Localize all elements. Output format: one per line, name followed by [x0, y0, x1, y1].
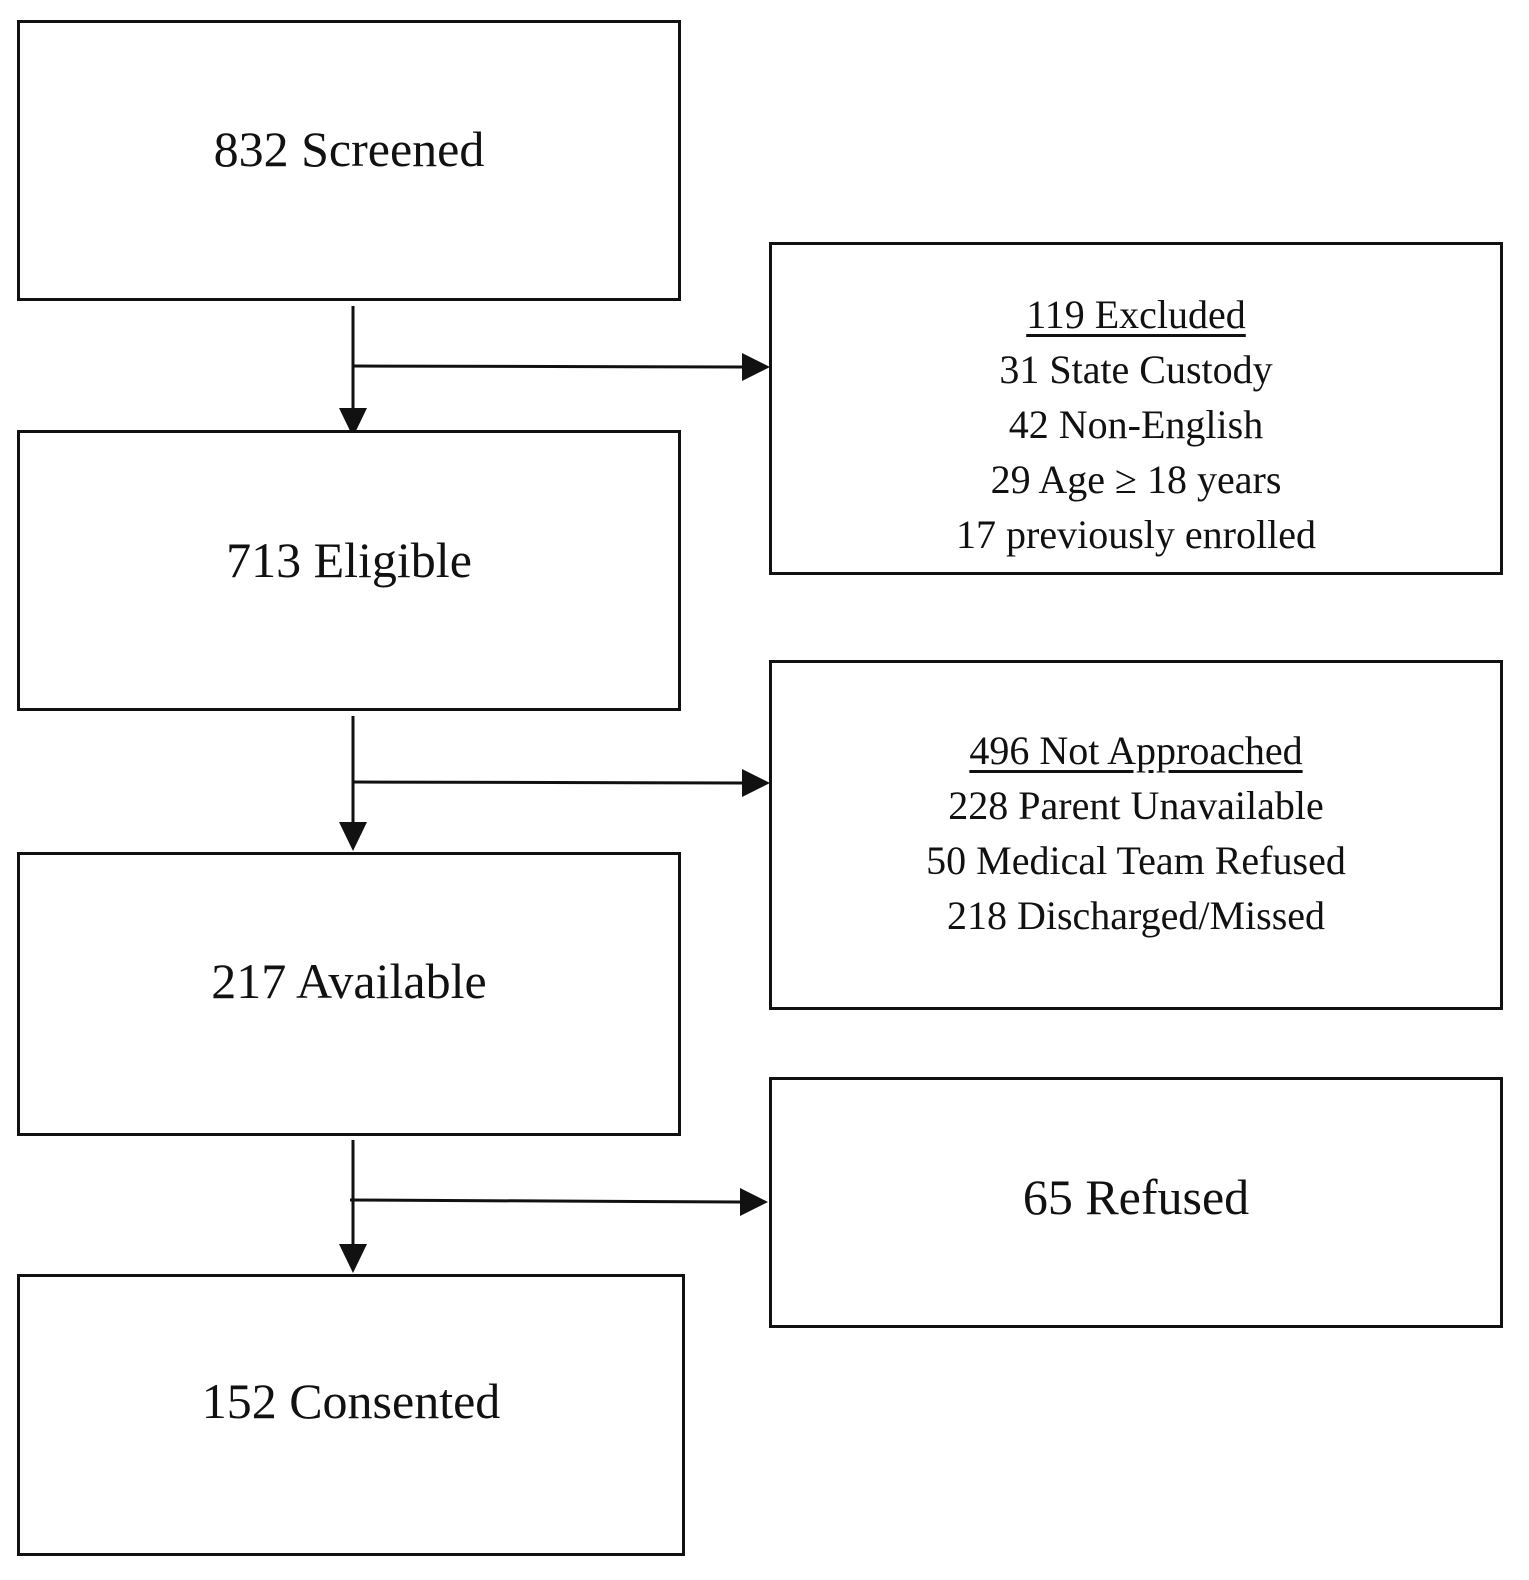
arrowhead-down-eligible	[339, 408, 367, 437]
excluded-item: 29 Age ≥ 18 years	[990, 457, 1282, 502]
refused-label: 65 Refused	[1022, 1169, 1250, 1225]
excluded-item: 31 State Custody	[999, 347, 1273, 392]
excluded-item: 17 previously enrolled	[956, 512, 1316, 557]
arrowhead-right-excluded	[742, 353, 770, 381]
not-approached-item: 218 Discharged/Missed	[946, 893, 1326, 938]
not-approached-box: 496 Not Approached 228 Parent Unavailabl…	[769, 660, 1503, 1010]
arrow-to-not-approached	[352, 780, 743, 785]
not-approached-item: 50 Medical Team Refused	[926, 838, 1346, 883]
screened-box: 832 Screened	[17, 20, 681, 301]
consented-label: 152 Consented	[201, 1373, 501, 1429]
excluded-title: 119 Excluded	[1026, 292, 1246, 337]
available-label: 217 Available	[211, 953, 487, 1009]
arrowhead-right-refused	[740, 1188, 768, 1216]
arrowhead-right-not-approached	[742, 769, 770, 797]
arrowhead-down-available	[339, 822, 367, 851]
available-box: 217 Available	[17, 852, 681, 1136]
eligible-label: 713 Eligible	[226, 532, 472, 588]
screened-label: 832 Screened	[213, 121, 485, 177]
not-approached-title: 496 Not Approached	[969, 728, 1303, 773]
not-approached-item: 228 Parent Unavailable	[948, 783, 1324, 828]
arrow-to-excluded	[352, 364, 743, 369]
arrowhead-down-consented	[339, 1244, 367, 1273]
eligible-box: 713 Eligible	[17, 430, 681, 711]
excluded-box: 119 Excluded 31 State Custody 42 Non-Eng…	[769, 242, 1503, 575]
refused-box: 65 Refused	[769, 1077, 1503, 1328]
consented-box: 152 Consented	[17, 1274, 685, 1556]
arrow-to-refused	[349, 1198, 741, 1204]
excluded-item: 42 Non-English	[1008, 402, 1264, 447]
